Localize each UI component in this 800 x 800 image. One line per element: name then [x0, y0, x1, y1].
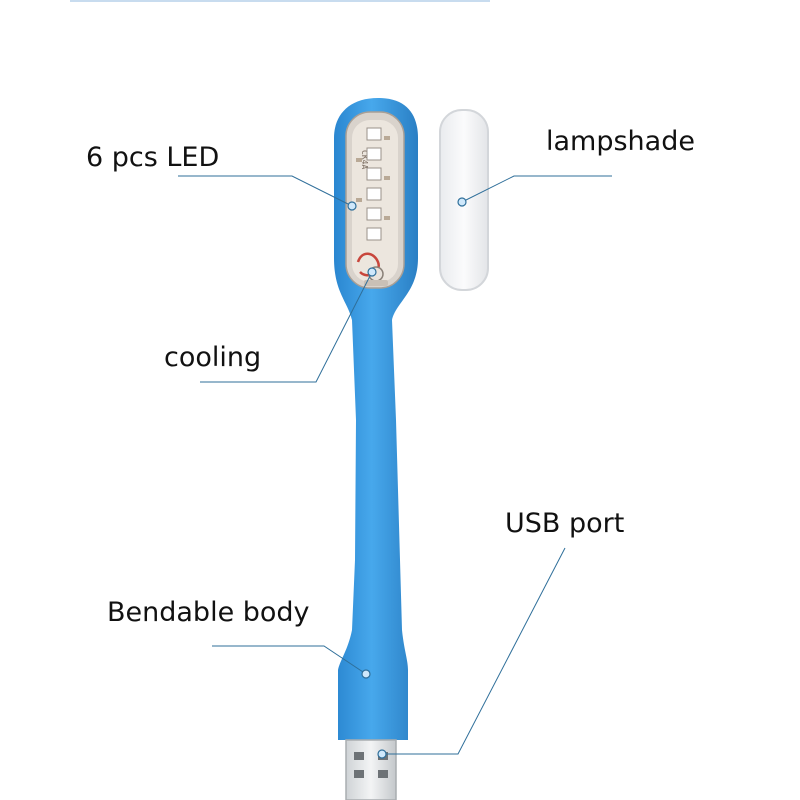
callout-markers — [347, 197, 467, 759]
led-pcb — [352, 120, 398, 282]
led-3 — [366, 167, 382, 181]
led-6 — [366, 227, 382, 241]
leader-bendable — [212, 645, 367, 675]
pcb-marking: CK4A — [360, 150, 369, 169]
leader-led — [178, 175, 353, 207]
led-4 — [366, 187, 382, 201]
label-lampshade: lampshade — [546, 126, 695, 157]
marker-cooling — [367, 267, 377, 277]
label-bendable-body: Bendable body — [107, 597, 310, 628]
marker-lampshade — [457, 197, 467, 207]
led-1 — [366, 127, 382, 141]
marker-led — [347, 201, 357, 211]
marker-usb — [377, 749, 387, 759]
label-6-pcs-led: 6 pcs LED — [86, 142, 220, 173]
leader-lampshade — [461, 175, 612, 203]
label-usb-port: USB port — [505, 508, 625, 539]
led-2 — [366, 147, 382, 161]
leader-usb — [382, 547, 566, 755]
leader-cooling — [200, 271, 373, 383]
label-cooling: cooling — [164, 342, 262, 373]
marker-bendable — [361, 669, 371, 679]
led-5 — [366, 207, 382, 221]
led-array — [356, 127, 390, 241]
leader-lines — [178, 175, 612, 755]
usb-connector — [345, 739, 397, 800]
